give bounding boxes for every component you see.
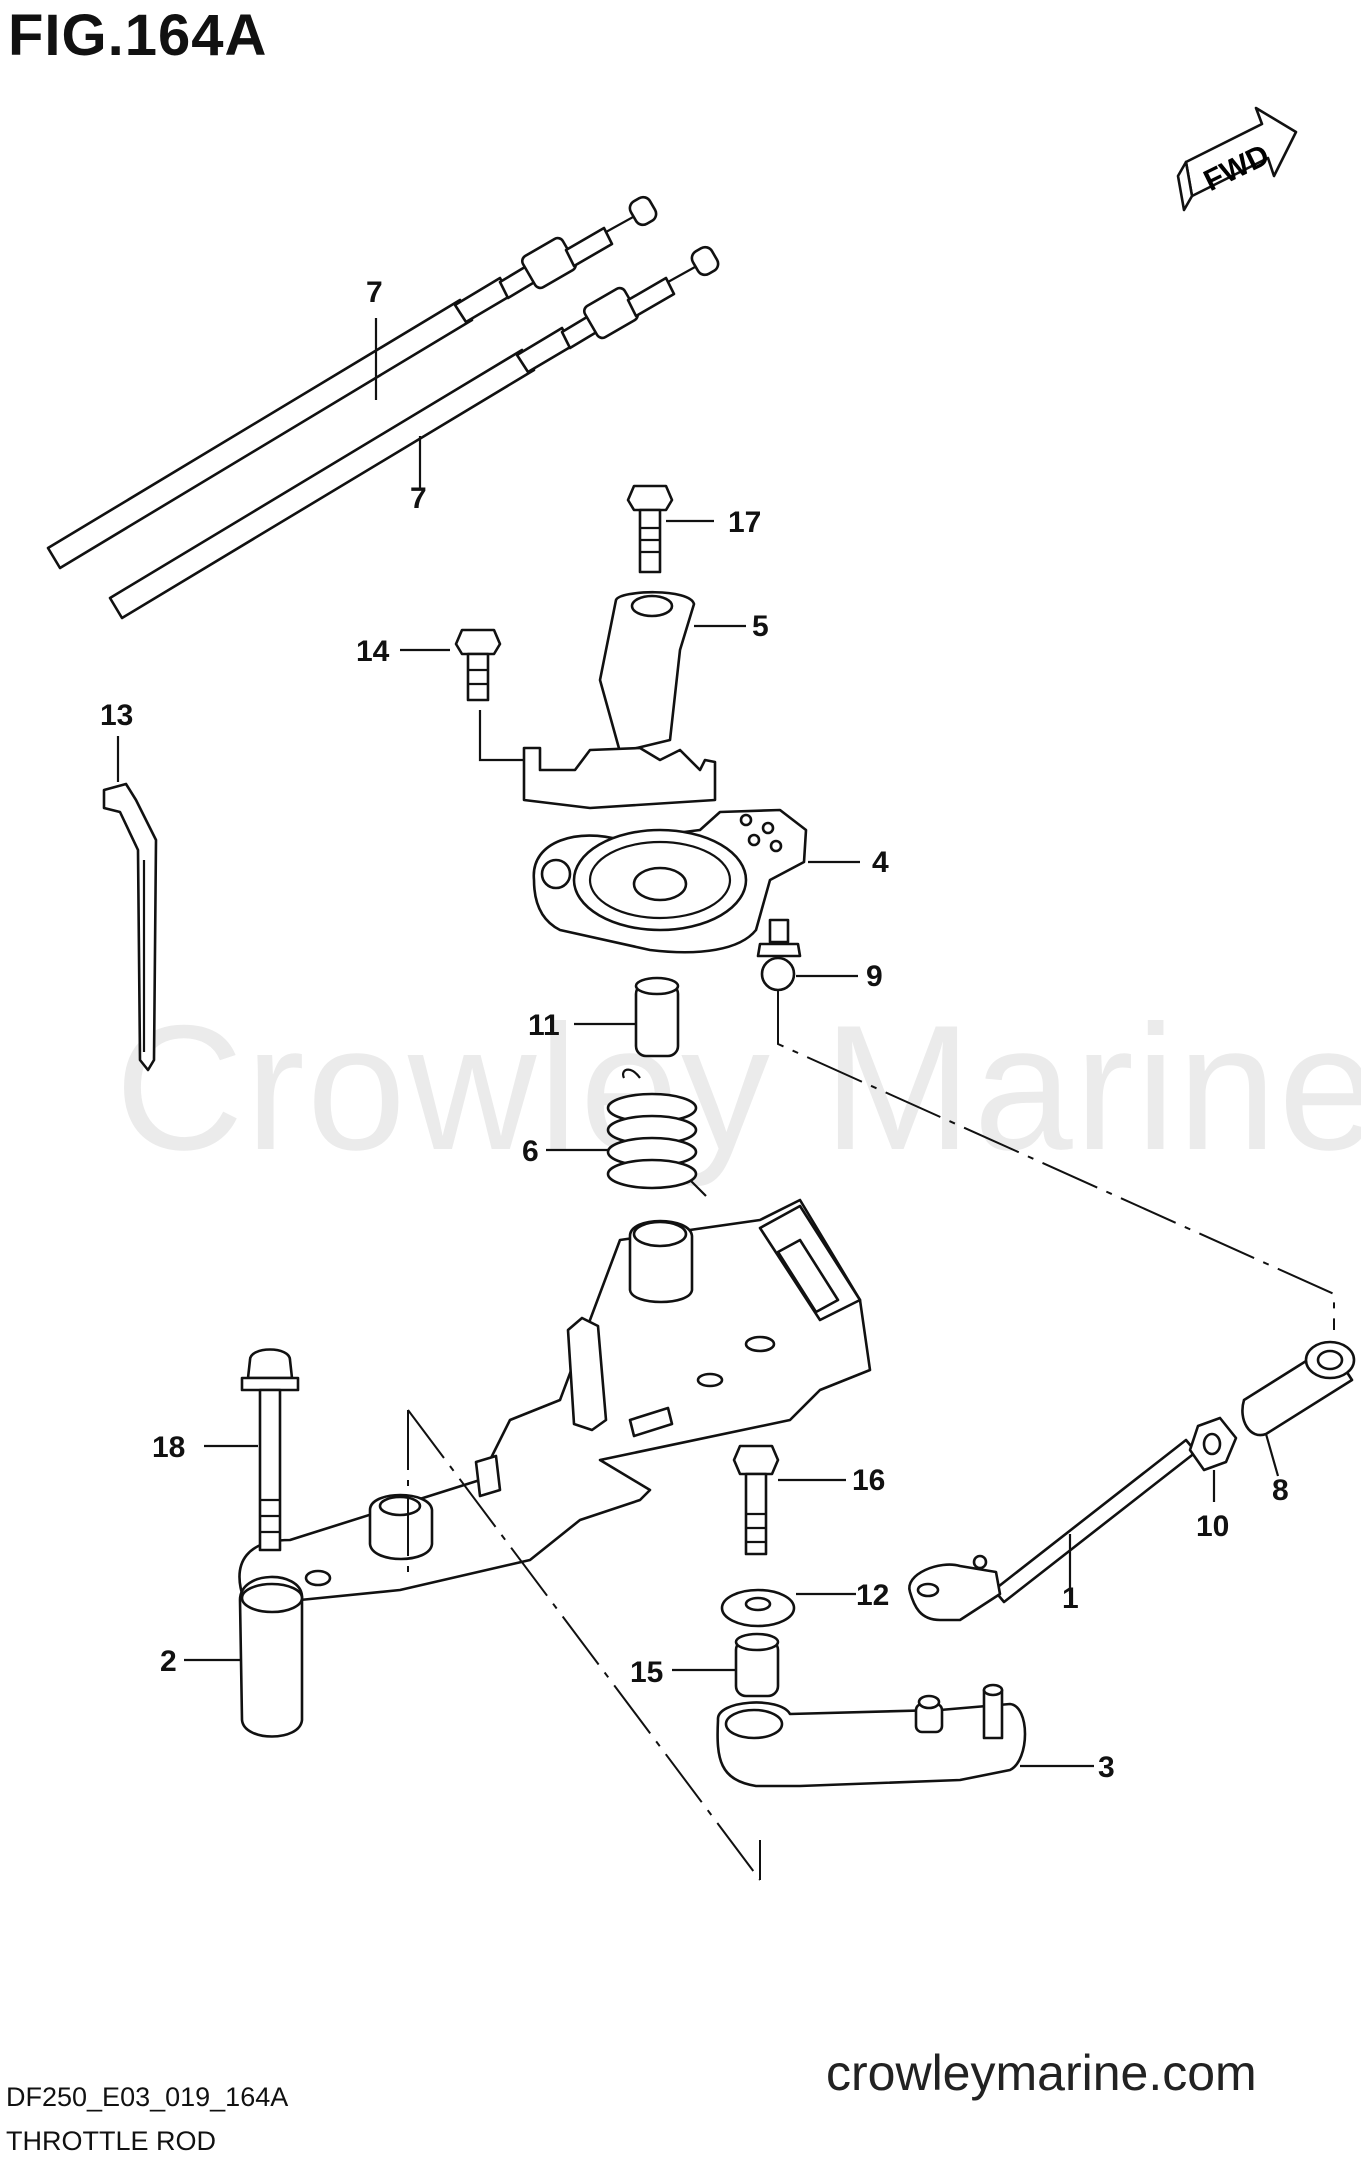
callout-14: 13	[100, 699, 133, 732]
leader-lines	[116, 318, 1280, 1768]
throttle-rod-1	[908, 1438, 1198, 1622]
nut-10	[1188, 1416, 1238, 1472]
bolt-15	[454, 628, 502, 702]
callout-7b: 7	[410, 482, 427, 515]
washer-11	[720, 1588, 796, 1628]
callout-1: 1	[1062, 1582, 1079, 1615]
callout-16: 16	[852, 1464, 885, 1497]
bolt-18	[240, 1348, 300, 1552]
callout-4: 4	[872, 846, 889, 879]
callout-13: 15	[630, 1656, 663, 1689]
fwd-arrow-icon: FWD	[1176, 106, 1298, 212]
bolt-16	[732, 1444, 780, 1556]
collar-12	[634, 976, 680, 1058]
callout-2: 2	[160, 1645, 177, 1678]
pulley-plate-4	[532, 808, 808, 954]
assembly-line-ball-joint	[777, 990, 1335, 1330]
diagram-caption: THROTTLE ROD	[6, 2126, 217, 2156]
rod-joint-8	[1241, 1340, 1356, 1437]
ball-joint-9	[756, 918, 802, 992]
lever-3	[716, 1683, 1027, 1788]
callout-9: 9	[866, 960, 883, 993]
callout-18: 18	[152, 1431, 185, 1464]
throttle-cable-upper	[46, 195, 658, 570]
cable-tie-14	[102, 782, 158, 1072]
callout-12: 11	[528, 1009, 560, 1042]
callout-5: 5	[752, 610, 769, 643]
diagram-code: DF250_E03_019_164A	[6, 2082, 289, 2112]
callout-10: 10	[1196, 1510, 1229, 1543]
callout-17: 17	[728, 506, 761, 539]
callout-6: 6	[522, 1135, 539, 1168]
website-label[interactable]: crowleymarine.com	[826, 2045, 1257, 2101]
collar-13	[734, 1632, 780, 1698]
bolt-17	[626, 484, 674, 574]
callout-15: 14	[356, 635, 390, 668]
spring-6	[606, 1068, 707, 1197]
throttle-cable-lower	[108, 245, 720, 620]
assembly-line-lever	[407, 1409, 761, 1881]
callout-7a: 7	[366, 276, 383, 309]
figure-title: FIG.164A	[8, 3, 268, 68]
bracket-5	[522, 590, 717, 810]
callout-11: 12	[856, 1579, 889, 1612]
callout-3: 3	[1098, 1751, 1115, 1784]
lever-bracket-2	[238, 1198, 872, 1738]
watermark: Crowley Marine	[115, 988, 1361, 1187]
callout-8: 8	[1272, 1474, 1289, 1507]
